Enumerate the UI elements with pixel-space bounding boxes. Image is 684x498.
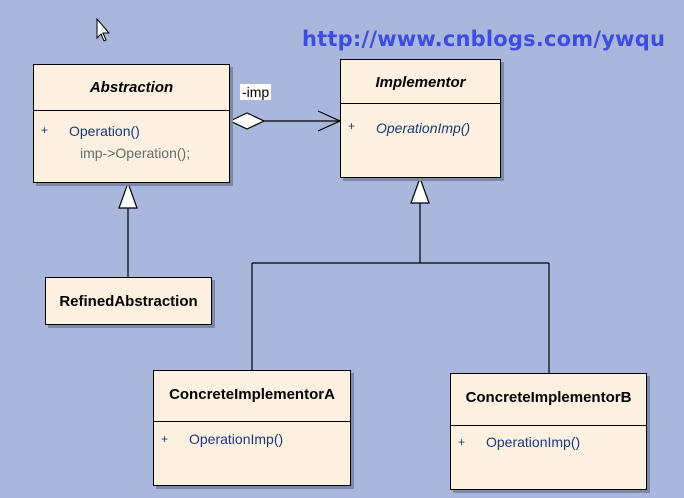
operation: OperationImp() — [189, 431, 284, 447]
class-name: RefinedAbstraction — [59, 293, 198, 310]
aggregation-association — [228, 110, 342, 132]
operation: Operation() — [69, 123, 140, 139]
operation: OperationImp() — [376, 120, 471, 136]
class-name: ConcreteImplementorB — [465, 389, 632, 406]
watermark-url: http://www.cnblogs.com/ywqu — [302, 27, 666, 51]
class-implementor[interactable]: Implementor + OperationImp() — [340, 59, 501, 178]
class-concrete-implementor-a[interactable]: ConcreteImplementorA + OperationImp() — [153, 370, 351, 486]
association-role-label: -imp — [240, 84, 272, 100]
class-name: ConcreteImplementorA — [169, 386, 335, 403]
aggregation-diamond — [228, 112, 266, 130]
operation-note: imp->Operation(); — [80, 145, 191, 161]
mouse-cursor-icon — [96, 17, 111, 42]
visibility-marker: + — [348, 119, 356, 133]
operations-compartment: + Operation() imp->Operation(); — [34, 110, 229, 183]
operation: OperationImp() — [486, 434, 581, 450]
generalization-refined-to-abstraction — [118, 181, 138, 277]
class-name: Abstraction — [89, 79, 174, 96]
operations-compartment: + OperationImp() — [341, 103, 500, 178]
generalization-triangle — [410, 176, 430, 204]
generalization-triangle — [118, 181, 138, 209]
class-abstraction[interactable]: Abstraction + Operation() imp->Operation… — [33, 64, 230, 183]
visibility-marker: + — [458, 435, 466, 449]
visibility-marker: + — [41, 123, 49, 137]
visibility-marker: + — [161, 432, 169, 446]
operations-compartment: + OperationImp() — [451, 425, 646, 490]
operations-compartment: + OperationImp() — [154, 421, 350, 486]
class-name: Implementor — [375, 74, 466, 91]
generalization-concrete-to-implementor — [251, 176, 550, 373]
class-refined-abstraction[interactable]: RefinedAbstraction — [45, 277, 212, 325]
class-concrete-implementor-b[interactable]: ConcreteImplementorB + OperationImp() — [450, 373, 647, 490]
